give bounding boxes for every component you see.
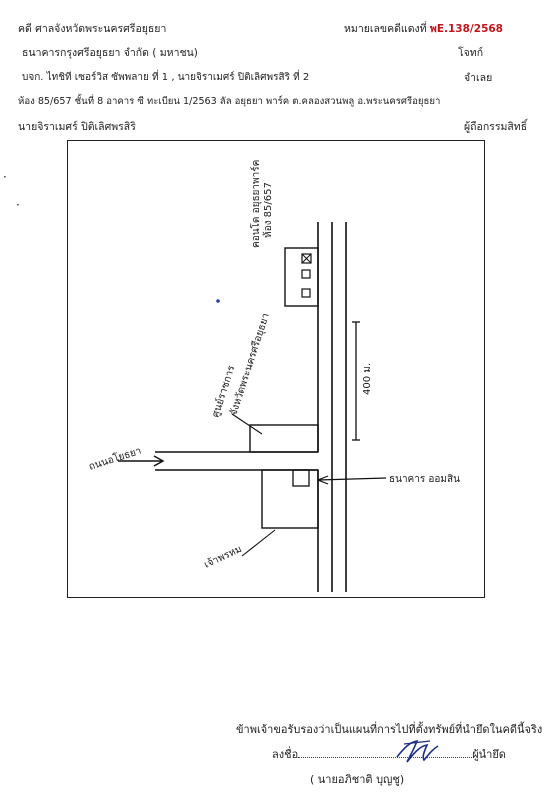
owner-role: ผู้ถือกรรมสิทธิ์ xyxy=(464,121,528,133)
bank-building xyxy=(261,469,319,529)
direction-arrow-head xyxy=(153,455,165,467)
case-number: พE.138/2568 xyxy=(429,23,503,35)
sign-prefix: ลงชื่อ xyxy=(272,748,299,761)
condo-label: คอนโด อยุธยาพาร์ค xyxy=(249,160,262,248)
from-road-label: ถนนอโยธยา xyxy=(87,444,143,473)
condo-unit xyxy=(301,288,311,298)
defendants-role: จำเลย xyxy=(464,72,493,84)
stray-mark: · xyxy=(3,170,7,184)
signature-mark xyxy=(396,740,439,763)
case-number-label: หมายเลขคดีแดงที่ xyxy=(344,23,427,35)
plaintiff-name: ธนาคารกรุงศรีอยุธยา จำกัด ( มหาชน) xyxy=(22,47,198,59)
junction-label: เจ้าพรหม xyxy=(202,543,243,571)
owner-name: นายจิราเมศร์ ปิติเลิศพรสิริ xyxy=(18,121,136,133)
condo-unit-marked xyxy=(301,253,312,264)
signature-field xyxy=(298,747,473,758)
plaintiff-role: โจทก์ xyxy=(458,47,484,59)
signer-role: ผู้นำยึด xyxy=(472,748,506,761)
bank-label: ธนาคาร ออมสิน xyxy=(389,474,460,485)
condo-unit xyxy=(301,269,311,279)
signature-line: ลงชื่อ ผู้นำยึด xyxy=(272,745,506,763)
certification-statement: ข้าพเจ้าขอรับรองว่าเป็นแผนที่การไปที่ตั้… xyxy=(236,723,543,736)
center-sub-label: จังหวัดพระนครศรีอยุธยา xyxy=(227,312,271,417)
location-map xyxy=(67,140,485,598)
center-pointer xyxy=(231,413,263,435)
bank-marker xyxy=(292,469,310,487)
signer-name: ( นายอภิชาติ บุญชู) xyxy=(310,773,405,786)
stray-mark: · xyxy=(16,198,20,212)
distance-label: 400 ม. xyxy=(362,363,373,395)
ink-dot xyxy=(216,299,220,303)
bank-pointer xyxy=(317,477,387,481)
condo-building xyxy=(284,247,319,307)
defendants: บจก. ไทชิที เซอร์วิส ซัพพลาย ที่ 1 , นาย… xyxy=(22,72,310,83)
condo-room-label: ห้อง 85/657 xyxy=(262,182,274,238)
court-name: คดี ศาลจังหวัดพระนครศรีอยุธยา xyxy=(18,23,167,35)
property-address: ห้อง 85/657 ชั้นที่ 8 อาคาร ซี ทะเบียน 1… xyxy=(18,96,441,107)
junction-pointer xyxy=(241,529,276,557)
case-number-line: หมายเลขคดีแดงที่ พE.138/2568 xyxy=(344,22,503,36)
government-center-building xyxy=(249,424,319,453)
